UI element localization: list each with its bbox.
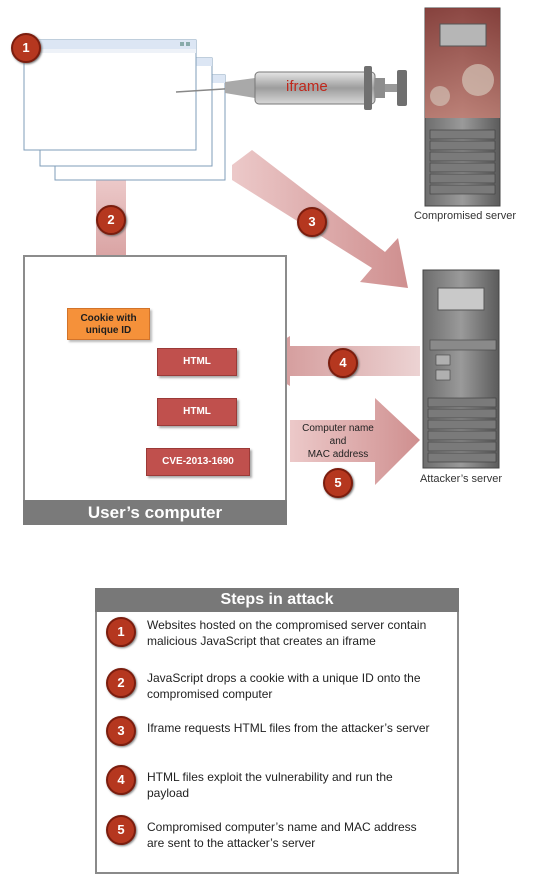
compromised-server-label: Compromised server [413,210,517,222]
step-1-text: Websites hosted on the compromised serve… [147,618,427,648]
arrow-5 [290,398,420,485]
step-2-text: JavaScript drops a cookie with a unique … [147,671,421,701]
badge-3: 3 [297,207,327,237]
cookie-box: Cookie with unique ID [67,308,150,340]
step-1-badge: 1 [106,617,136,647]
steps-title: Steps in attack [95,588,459,612]
step-5-badge: 5 [106,815,136,845]
badge-4: 4 [328,348,358,378]
html-box-1: HTML [157,348,237,376]
step-2-badge: 2 [106,668,136,698]
attack-diagram [23,7,501,485]
badge-1: 1 [11,33,41,63]
compromised-server-icon [424,7,501,207]
attacker-server-label: Attacker’s server [419,473,503,485]
step-4-text: HTML files exploit the vulnerability and… [147,770,393,800]
attacker-server-icon [422,269,500,469]
user-computer-box [23,255,287,525]
arrow-5-label-line-2: and [329,436,347,447]
step-4-badge: 4 [106,765,136,795]
step-5-text: Compromised computer’s name and MAC addr… [147,820,417,850]
step-3-badge: 3 [106,716,136,746]
arrow-5-label-line-3: MAC address [307,449,369,460]
cve-box: CVE-2013-1690 [146,448,250,476]
badge-2: 2 [96,205,126,235]
arrow-5-label: Computer name and MAC address [288,422,388,461]
user-computer-label: User’s computer [23,500,287,525]
html-box-2: HTML [157,398,237,426]
badge-5: 5 [323,468,353,498]
syringe-icon [175,66,407,110]
step-3-text: Iframe requests HTML files from the atta… [147,721,430,735]
steps-panel [95,588,459,874]
arrow-5-label-line-1: Computer name [302,423,374,434]
browser-windows [23,39,226,181]
syringe-label: iframe [286,78,328,95]
